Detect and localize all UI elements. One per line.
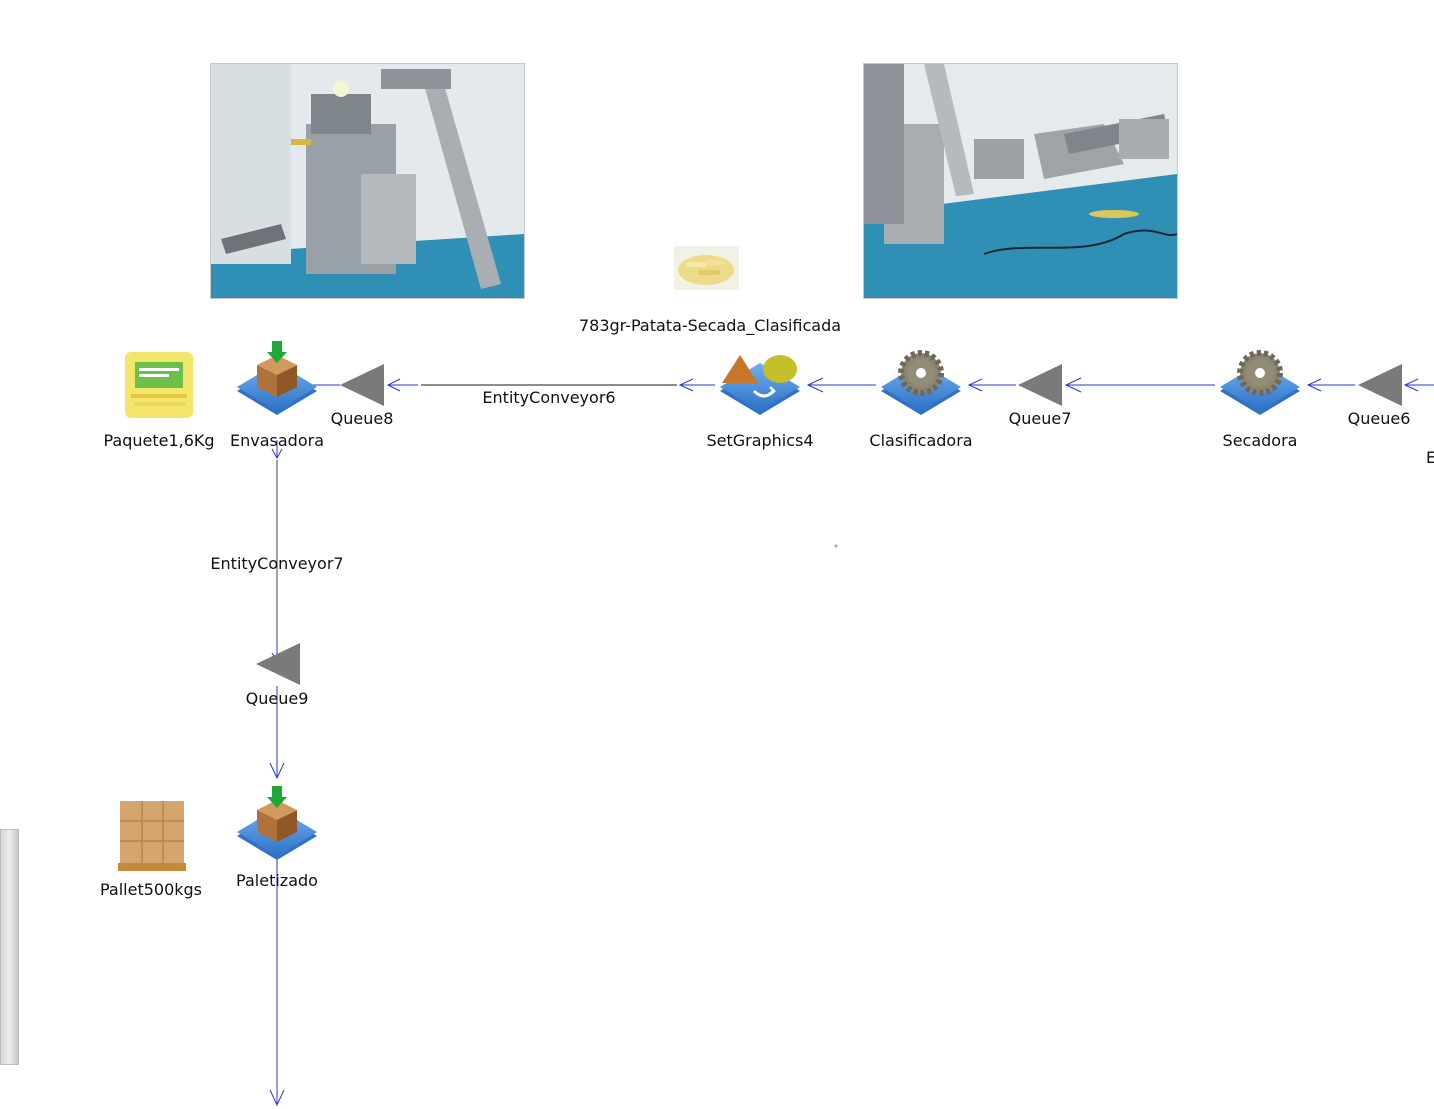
potato-sticks-entity-icon[interactable]	[674, 246, 739, 290]
link-setgraphics4-conveyor6[interactable]	[678, 378, 715, 392]
queue8-label: Queue8	[330, 409, 394, 428]
link-conveyor6-queue8[interactable]	[386, 378, 418, 392]
link-queue6-secadora[interactable]	[1306, 378, 1355, 392]
queue7-triangle-icon[interactable]	[1018, 364, 1062, 406]
envasadora-label: Envasadora	[230, 431, 324, 450]
stray-dot	[834, 544, 838, 548]
link-queue9-paletizado[interactable]	[269, 686, 285, 780]
clasificadora-gear-icon[interactable]	[881, 350, 961, 415]
queue7-label: Queue7	[1008, 409, 1072, 428]
secadora-gear-icon[interactable]	[1220, 350, 1300, 415]
pallet-entity-icon[interactable]	[118, 801, 186, 871]
partial-photo-left-edge	[0, 829, 19, 1065]
secadora-label: Secadora	[1222, 431, 1298, 450]
queue8-triangle-icon[interactable]	[340, 364, 384, 406]
queue6-triangle-icon[interactable]	[1358, 364, 1402, 406]
drying-line-photo	[863, 63, 1178, 299]
link-envasadora-conveyor7[interactable]	[271, 440, 283, 460]
paletizado-combiner-box-icon[interactable]	[237, 786, 317, 860]
link-clasificadora-setgraphics4[interactable]	[806, 377, 876, 393]
envasadora-combiner-box-icon[interactable]	[237, 341, 317, 415]
pallet-entity-label: Pallet500kgs	[99, 880, 203, 899]
queue9-label: Queue9	[245, 689, 309, 708]
setgraphics4-label: SetGraphics4	[706, 431, 814, 450]
set-graphics-icon[interactable]	[720, 355, 800, 415]
cut-off-label: E	[1425, 448, 1434, 467]
conveyor6-label: EntityConveyor6	[482, 388, 616, 407]
link-queue6-in[interactable]	[1403, 378, 1434, 392]
link-secadora-queue7[interactable]	[1064, 377, 1215, 393]
queue9-triangle-icon[interactable]	[256, 643, 300, 685]
conveyor7-label: EntityConveyor7	[210, 554, 344, 573]
clasificadora-label: Clasificadora	[869, 431, 973, 450]
package-entity-icon[interactable]	[125, 352, 193, 418]
package-entity-label: Paquete1,6Kg	[103, 431, 215, 450]
paletizado-label: Paletizado	[236, 871, 318, 890]
packaging-machine-photo	[210, 63, 525, 299]
queue6-label: Queue6	[1347, 409, 1411, 428]
link-paletizado-out[interactable]	[269, 858, 285, 1107]
link-queue7-clasificadora[interactable]	[967, 378, 1016, 392]
potato-sorted-entity-label: 783gr-Patata-Secada_Clasificada	[578, 316, 842, 335]
